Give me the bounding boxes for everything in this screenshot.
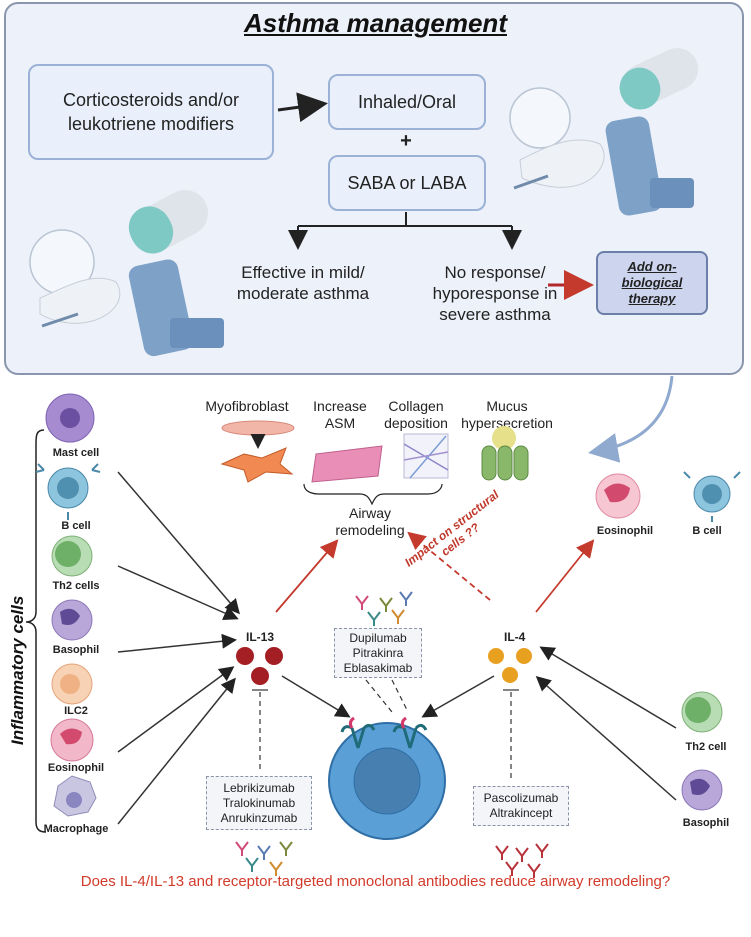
receptor-drugs-box: Dupilumab Pitrakinra Eblasakimab	[334, 628, 422, 678]
antibody-cluster-top	[355, 591, 413, 626]
panel-to-therapy-arrow	[588, 375, 674, 463]
inhaler-icon-right	[509, 47, 699, 216]
inhaler-icon-left	[29, 190, 224, 357]
drug-eblasakimab: Eblasakimab	[343, 660, 413, 675]
increase-asm-label: Increase ASM	[313, 398, 367, 431]
inhaled-oral-box: Inhaled/Oral	[328, 74, 486, 130]
drug-anrukinzumab: Anrukinzumab	[220, 810, 298, 825]
inhibition-lines	[252, 679, 519, 780]
mast-cell-label: Mast cell	[52, 447, 100, 459]
eosinophil-right-label: Eosinophil	[596, 525, 654, 537]
impact-dashed-arrow	[407, 531, 491, 601]
basophil-icon	[51, 599, 93, 641]
b-cell-right-icon	[683, 471, 741, 522]
mucus-label: Mucus hypersecretion	[461, 398, 553, 431]
mast-cell-icon	[45, 393, 95, 443]
drug-altrakincept: Altrakincept	[489, 806, 553, 820]
il13-drugs-box: Lebrikizumab Tralokinumab Anrukinzumab	[206, 776, 312, 830]
basophil-right-icon	[681, 769, 723, 811]
basophil-right-label: Basophil	[682, 817, 730, 829]
left-cell-arrows	[117, 471, 240, 825]
th2-cells-label: Th2 cells	[52, 580, 100, 592]
th2-cell-right-icon	[681, 691, 723, 733]
eosinophil-left-icon	[50, 718, 94, 762]
right-cell-arrows	[535, 646, 677, 801]
il13-receptor-arrow	[281, 675, 351, 718]
asm-icon	[311, 445, 383, 483]
basophil-label: Basophil	[52, 644, 100, 656]
il4-to-eosinophil-arrow	[535, 539, 595, 613]
effective-outcome: Effective in mild/ moderate asthma	[236, 263, 370, 303]
th2-cell-icon	[51, 535, 93, 577]
add-on-biological-box: Add on-biological therapy	[596, 251, 708, 315]
b-cell-right-label: B cell	[692, 525, 722, 537]
b-cell-icon	[35, 463, 101, 520]
plus-sign: +	[400, 130, 412, 152]
diagram-title: Asthma management	[244, 8, 507, 38]
drug-tralokinumab: Tralokinumab	[222, 795, 296, 810]
saba-laba-box: SABA or LABA	[328, 155, 486, 211]
airway-remodeling-label: Airway remodeling	[335, 505, 405, 538]
il4-label: IL-4	[504, 630, 526, 644]
branch-arrows	[288, 212, 522, 250]
collagen-icon	[403, 433, 449, 479]
drug-dupilumab: Dupilumab	[349, 630, 407, 645]
il13-to-remodeling-arrow	[275, 539, 339, 613]
antibody-cluster-right	[495, 843, 549, 878]
il13-icon	[236, 647, 283, 685]
eosinophil-left-label: Eosinophil	[47, 762, 105, 774]
il13-label: IL-13	[246, 630, 275, 644]
il4-icon	[488, 648, 532, 683]
corticosteroids-box: Corticosteroids and/or leukotriene modif…	[28, 64, 274, 160]
macrophage-icon	[53, 775, 97, 817]
ilc2-icon	[51, 663, 93, 705]
drug-pascolizumab: Pascolizumab	[483, 791, 559, 805]
research-question: Does IL-4/IL-13 and receptor-targeted mo…	[80, 873, 671, 890]
mucus-icon	[481, 426, 529, 481]
th2-cell-right-label: Th2 cell	[685, 741, 727, 753]
inflammatory-bracket	[25, 429, 47, 833]
eosinophil-right-icon	[595, 473, 641, 519]
macrophage-label: Macrophage	[43, 823, 109, 835]
collagen-label: Collagen deposition	[384, 398, 448, 431]
antibody-cluster-left	[235, 841, 293, 876]
il4-receptor-arrow	[421, 675, 495, 718]
corticosteroid-arrow	[277, 92, 328, 123]
ilc2-label: ILC2	[64, 705, 88, 717]
il4-drugs-box: Pascolizumab Altrakincept	[473, 786, 569, 826]
drug-lebrikizumab: Lebrikizumab	[223, 780, 295, 795]
target-cell-icon	[328, 716, 446, 840]
drug-pitrakinra: Pitrakinra	[352, 645, 404, 660]
myofibroblast-icon	[220, 420, 295, 483]
remodeling-brace	[303, 483, 443, 506]
b-cell-label: B cell	[61, 520, 91, 532]
myofibroblast-label: Myofibroblast	[205, 398, 289, 414]
no-response-outcome: No response/ hyporesponse in severe asth…	[432, 263, 558, 324]
